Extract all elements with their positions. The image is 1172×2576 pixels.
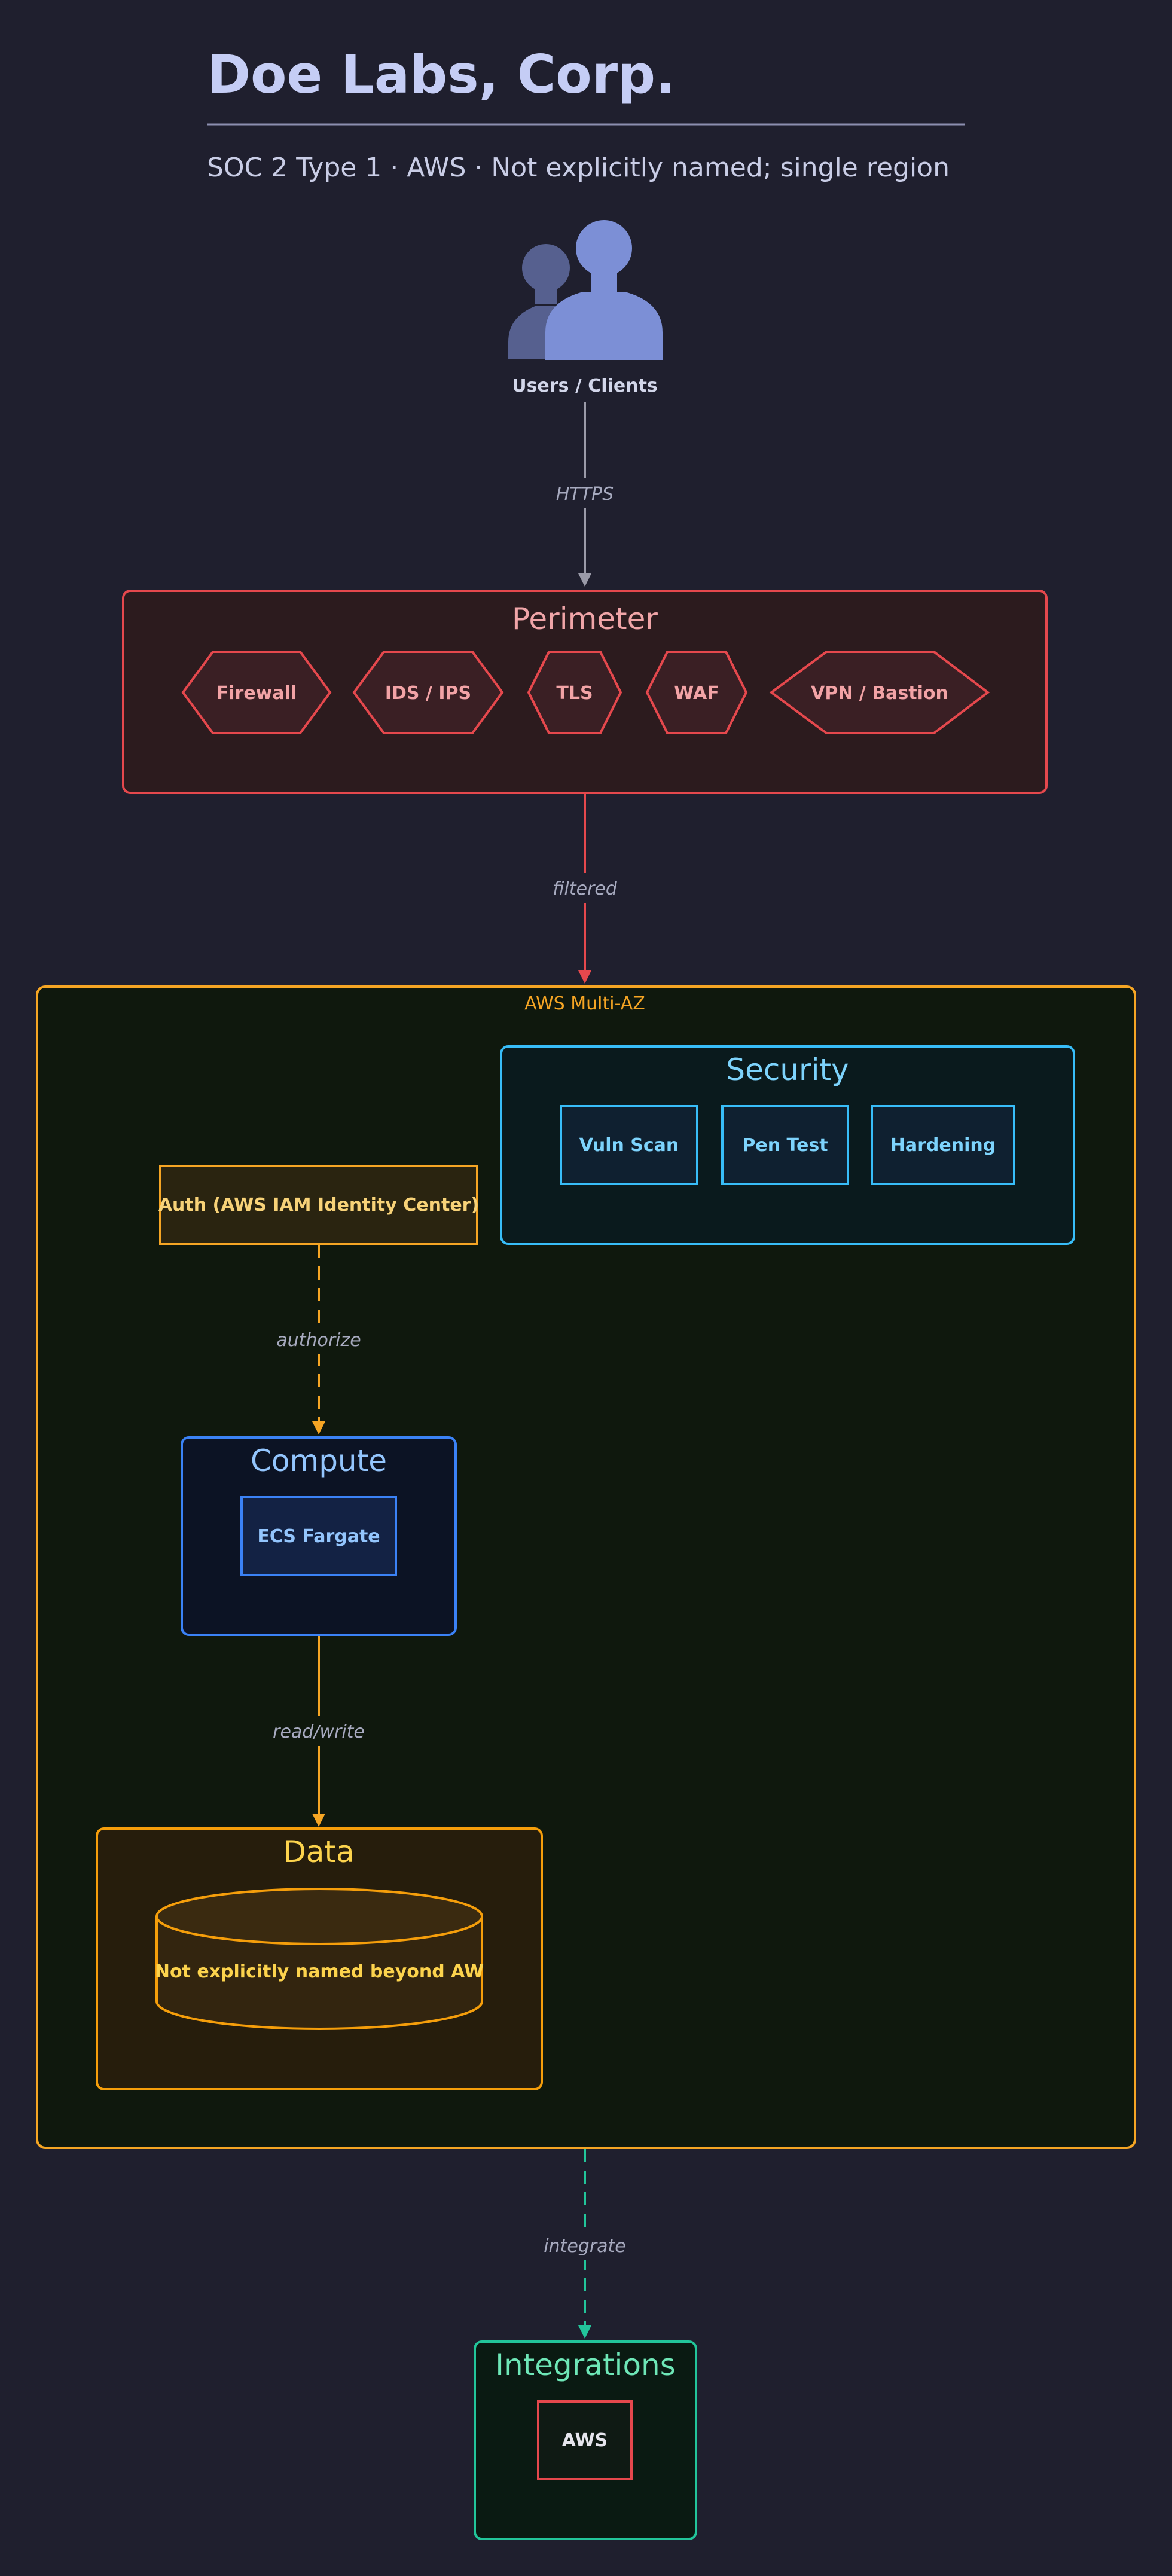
perimeter-item-tls[interactable]: TLS bbox=[527, 651, 622, 734]
compute-title: Compute bbox=[251, 1443, 387, 1478]
data-group: Data Not explicitly named beyond AW bbox=[96, 1827, 543, 2090]
perimeter-group: Perimeter Firewall IDS / IPS TLS WAF VPN… bbox=[122, 590, 1048, 794]
compute-item-ecs-fargate[interactable]: ECS Fargate bbox=[240, 1496, 397, 1576]
page-title: Doe Labs, Corp. bbox=[207, 44, 676, 105]
edge-label-authorize: authorize bbox=[276, 1330, 361, 1351]
perimeter-item-vpn-bastion[interactable]: VPN / Bastion bbox=[769, 651, 990, 734]
integration-item-aws[interactable]: AWS bbox=[537, 2400, 633, 2480]
edge-read-write: read/write bbox=[272, 1636, 365, 1827]
integration-item-label: AWS bbox=[562, 2430, 608, 2451]
security-item-hardening[interactable]: Hardening bbox=[871, 1105, 1015, 1185]
security-title: Security bbox=[726, 1052, 849, 1087]
security-item-vuln-scan[interactable]: Vuln Scan bbox=[560, 1105, 698, 1185]
security-group: Security Vuln Scan Pen Test Hardening bbox=[500, 1045, 1075, 1245]
compute-item-label: ECS Fargate bbox=[257, 1526, 380, 1547]
users-icon bbox=[508, 220, 663, 360]
edge-https: HTTPS bbox=[553, 402, 616, 587]
perimeter-item-label: IDS / IPS bbox=[385, 683, 471, 704]
data-title: Data bbox=[283, 1835, 354, 1869]
compute-group: Compute ECS Fargate bbox=[181, 1436, 457, 1636]
database-label: Not explicitly named beyond AW bbox=[155, 1961, 484, 1982]
auth-label: Auth (AWS IAM Identity Center) bbox=[158, 1195, 479, 1216]
edge-label-read-write: read/write bbox=[273, 1722, 365, 1742]
perimeter-title: Perimeter bbox=[512, 602, 658, 636]
perimeter-item-label: Firewall bbox=[216, 683, 297, 704]
perimeter-item-label: WAF bbox=[674, 683, 719, 704]
integrations-group: Integrations AWS bbox=[474, 2340, 697, 2540]
users-label: Users / Clients bbox=[512, 376, 658, 396]
security-item-label: Vuln Scan bbox=[579, 1135, 679, 1156]
security-item-pen-test[interactable]: Pen Test bbox=[721, 1105, 849, 1185]
security-item-label: Hardening bbox=[890, 1135, 996, 1156]
edge-label-https: HTTPS bbox=[556, 484, 614, 505]
perimeter-item-waf[interactable]: WAF bbox=[645, 651, 748, 734]
perimeter-item-label: VPN / Bastion bbox=[811, 683, 948, 704]
edge-authorize: authorize bbox=[274, 1245, 364, 1434]
database-cylinder[interactable]: Not explicitly named beyond AW bbox=[155, 1888, 484, 2030]
perimeter-item-firewall[interactable]: Firewall bbox=[181, 651, 332, 734]
edge-integrate: integrate bbox=[541, 2149, 628, 2339]
perimeter-item-ids-ips[interactable]: IDS / IPS bbox=[352, 651, 504, 734]
cloud-label: AWS Multi-AZ bbox=[524, 993, 645, 1014]
integrations-title: Integrations bbox=[495, 2348, 676, 2382]
edge-label-integrate: integrate bbox=[544, 2236, 626, 2257]
auth-node[interactable]: Auth (AWS IAM Identity Center) bbox=[158, 1165, 479, 1245]
security-item-label: Pen Test bbox=[742, 1135, 828, 1156]
edge-label-filtered: filtered bbox=[553, 878, 618, 899]
edge-filtered: filtered bbox=[547, 794, 622, 984]
perimeter-item-label: TLS bbox=[556, 683, 593, 704]
page-subtitle: SOC 2 Type 1 · AWS · Not explicitly name… bbox=[207, 152, 950, 183]
